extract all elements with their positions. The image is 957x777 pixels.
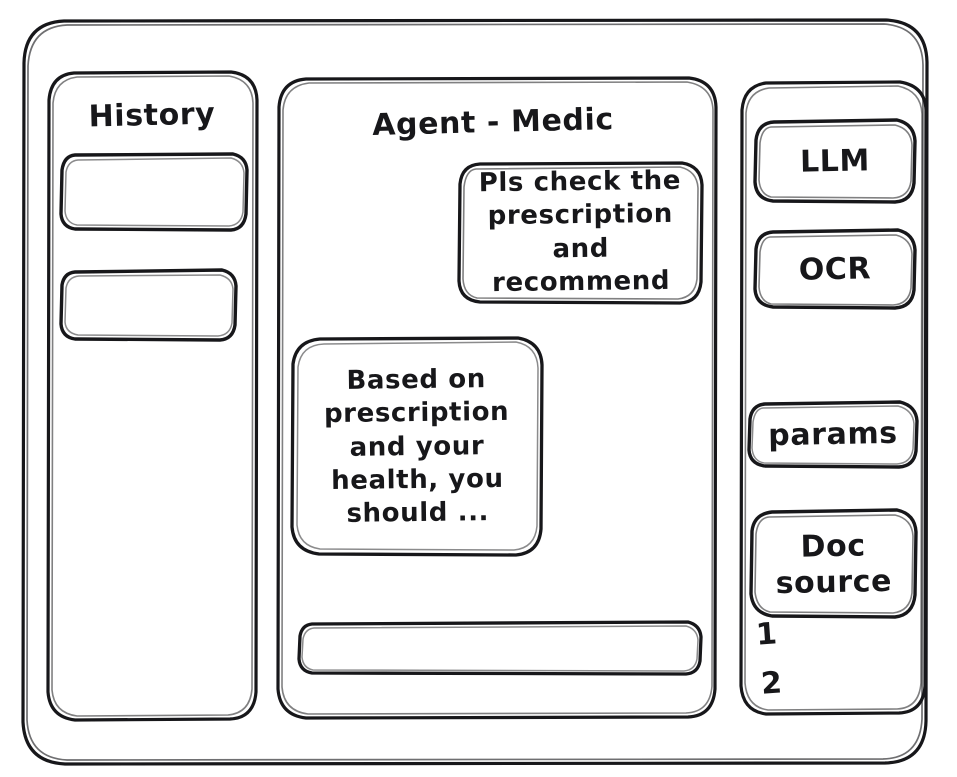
composer-input[interactable]: [296, 620, 704, 677]
params-chip[interactable]: params: [746, 400, 920, 471]
user-message-bubble: Pls check the prescription and recommend: [455, 160, 706, 306]
doc-list-item-2[interactable]: 2: [759, 665, 784, 702]
tool-chip-llm[interactable]: LLM: [752, 118, 918, 206]
tool-chip-ocr[interactable]: OCR: [752, 228, 918, 312]
doc-source-chip-label-wrap: Doc source: [748, 508, 919, 621]
agent-message-bubble: Based on prescription and your health, y…: [288, 335, 546, 559]
tool-chip-ocr-label: OCR: [798, 251, 872, 288]
doc-source-chip-label: Doc source: [775, 527, 893, 601]
history-panel-title: History: [88, 96, 216, 135]
tool-chip-llm-label-wrap: LLM: [752, 118, 918, 206]
history-item-label-wrap: [58, 268, 239, 342]
user-message-text: Pls check the prescription and recommend: [478, 166, 682, 299]
doc-list-item-1[interactable]: 1: [754, 616, 779, 653]
params-chip-label-wrap: params: [746, 400, 920, 471]
history-item[interactable]: [58, 268, 239, 342]
tool-chip-llm-label: LLM: [799, 143, 871, 180]
doc-source-chip[interactable]: Doc source: [748, 508, 919, 621]
history-item-label-wrap: [58, 152, 249, 232]
history-item[interactable]: [58, 152, 249, 232]
agent-message-text: Based on prescription and your health, y…: [323, 363, 510, 529]
user-message-text-wrap: Pls check the prescription and recommend: [455, 160, 706, 306]
composer-value-wrap: [296, 620, 704, 677]
params-chip-label: params: [767, 416, 899, 454]
agent-message-text-wrap: Based on prescription and your health, y…: [288, 335, 546, 559]
tool-chip-ocr-label-wrap: OCR: [752, 228, 918, 312]
